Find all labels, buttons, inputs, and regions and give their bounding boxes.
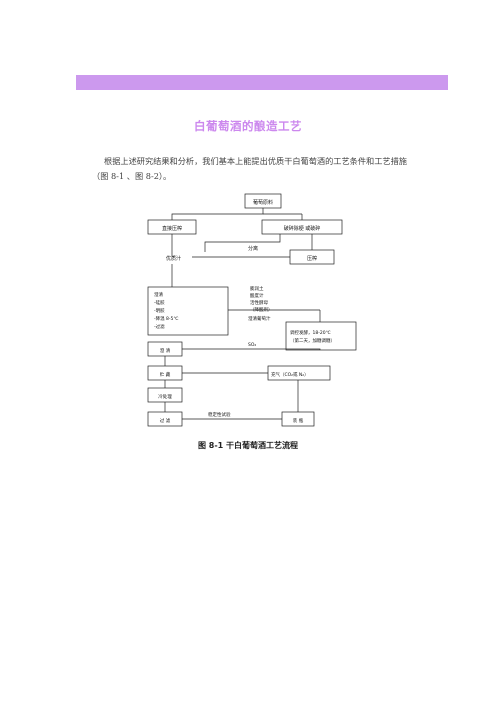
node-ferment-line-2: （第二天，加糖调糖） [290,337,335,344]
edge-crush-to-separate [204,234,281,252]
node-bottle: 装 瓶 [293,417,304,424]
edge-raw-split [171,208,264,220]
process-flowchart: 葡萄原料 直接压榨 破碎除梗 或破碎 分离 优质汁 压榨 澄清 -硅胶 -明胶 … [130,192,370,437]
node-rack: 澄 清 [160,347,171,354]
node-destem-crush: 破碎除梗 或破碎 [284,225,321,232]
node-store: 贮 藏 [160,371,171,378]
additive-line-1: 膨润土 [250,285,264,292]
paragraph-line-1: 根据上述研究结果和分析，我们基本上能提出优质干白葡萄酒的工艺条件和工艺措施 [104,156,407,166]
node-clarify-line-1: 澄清 [154,291,163,298]
node-clarify-box [147,286,229,336]
additive-line-3: 活性酵母 [250,299,268,306]
flowchart-svg: 葡萄原料 直接压榨 破碎除梗 或破碎 分离 优质汁 压榨 澄清 -硅胶 -明胶 … [147,193,357,427]
node-cold: 冷处理 [158,393,172,400]
figure-caption: 图 8-1 干白葡萄酒工艺流程 [197,441,299,450]
body-paragraph: 根据上述研究结果和分析，我们基本上能提出优质干白葡萄酒的工艺条件和工艺措施 （图… [92,154,454,184]
node-separate: 分离 [248,245,258,252]
additive-line-4: （降酸剂） [250,306,273,313]
paragraph-line-2: （图 8-1 、图 8-2）。 [92,171,172,181]
additive-line-2: 酸度计 [250,292,264,299]
node-ferment-line-1: 调控发酵，18-20℃ [290,329,331,336]
accent-band [76,75,448,90]
label-clear-juice: 澄清葡萄汁 [248,315,271,322]
node-direct-press: 直接压榨 [162,225,182,232]
node-clarify-line-4: -降温 8-5℃ [154,315,178,322]
node-press: 压榨 [307,255,317,262]
label-so2: SO₂ [248,342,256,348]
node-ferment-box [285,321,357,351]
label-stability: 稳定性试验 [208,411,231,418]
node-free-run: 优质汁 [166,255,181,262]
page-title: 白葡萄酒的酿造工艺 [194,119,302,133]
edge-ferment-to-rack [182,348,321,350]
node-clarify-line-3: -明胶 [154,307,165,314]
label-air: 充气（CO₂或 N₂） [271,371,309,378]
node-clarify-line-5: -过滤 [154,323,165,330]
node-clarify-line-2: -硅胶 [154,299,165,306]
node-grape-raw: 葡萄原料 [253,199,273,206]
node-filter: 过 滤 [160,417,171,424]
